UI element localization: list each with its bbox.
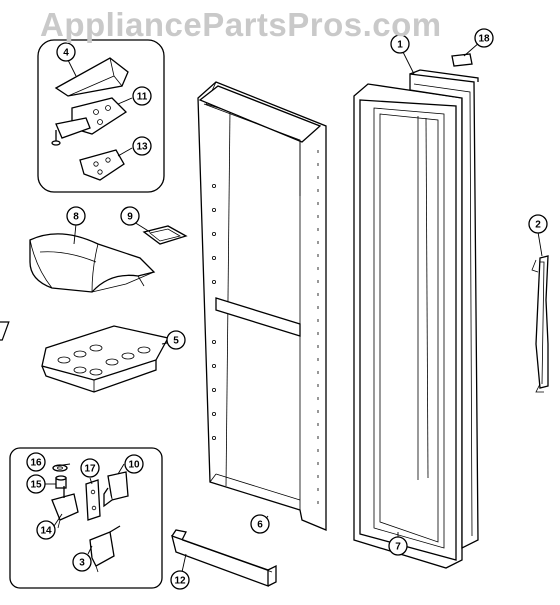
callout-13: 13 [132,136,152,156]
callout-4-label: 4 [63,48,69,59]
callout-5: 5 [166,330,186,350]
hinge-plate [51,97,128,146]
callout-6-label: 6 [257,520,263,531]
callout-9-label: 9 [127,212,133,223]
callout-3-label: 3 [79,558,85,569]
callout-1: 1 [390,34,410,54]
callout-2: 2 [528,214,548,234]
hinge-shim [79,149,125,181]
callout-17-label: 17 [84,464,96,475]
callout-18: 18 [474,28,494,48]
callout-15: 15 [26,474,46,494]
leader-lines [44,41,543,573]
callout-2-label: 2 [535,220,541,231]
door-gasket [353,83,463,569]
door-liner [197,81,327,531]
callout-16-label: 16 [30,458,42,469]
washer [52,464,68,472]
callout-12: 12 [170,570,190,590]
stop-plate [85,479,101,521]
callout-7: 7 [388,536,408,556]
callout-16: 16 [26,452,46,472]
callout-5-label: 5 [173,336,179,347]
lower-hinge-group-box [9,447,163,589]
door-bin [171,529,277,587]
callout-17: 17 [80,458,100,478]
closer-bracket [103,471,129,508]
callout-3: 3 [72,552,92,572]
door-handle [531,255,549,393]
callout-8: 8 [66,206,86,226]
egg-tray [0,321,169,393]
small-tray [142,225,188,245]
callout-14: 14 [36,520,56,540]
callout-9: 9 [120,206,140,226]
callout-4: 4 [56,42,76,62]
outer-door-panel [409,69,479,550]
callout-1-label: 1 [397,40,403,51]
callout-14-label: 14 [40,526,52,537]
callout-8-label: 8 [73,212,79,223]
callout-11: 11 [132,86,152,106]
hinge-group-box [37,39,165,193]
callout-10-label: 10 [128,460,140,471]
cam-closer [89,525,121,573]
callout-18-label: 18 [478,34,490,45]
callout-12-label: 12 [174,576,186,587]
callout-13-label: 13 [136,142,148,153]
hinge-cover [54,57,129,97]
callout-7-label: 7 [395,542,401,553]
hinge-pin-bracket [51,486,79,529]
dairy-cover [29,233,156,293]
callout-15-label: 15 [30,480,42,491]
callout-11-label: 11 [137,92,148,103]
callout-6: 6 [250,514,270,534]
callout-10: 10 [124,454,144,474]
badge [451,53,473,67]
bushing [55,475,67,489]
